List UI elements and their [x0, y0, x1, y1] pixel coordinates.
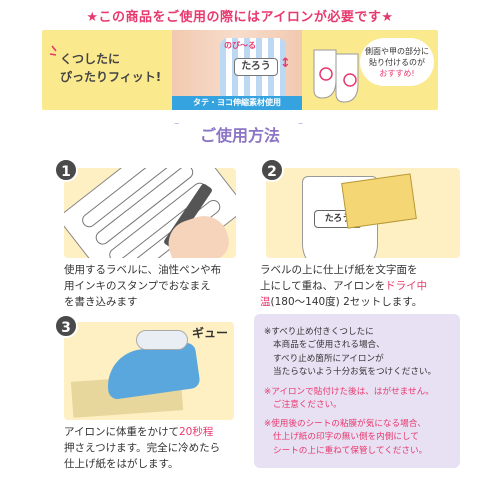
step-1-line-3: を書き込みます: [64, 296, 138, 308]
step-2-line-3-text: (180〜140度) 2セットします。: [270, 296, 423, 308]
sparkle-lines-icon: [50, 45, 57, 56]
step-2-badge: 2: [260, 158, 284, 182]
step-2: 2 たろう ラベルの上に仕上げ紙を文字面を 上にして重ね、アイロンをドライ中 温…: [240, 156, 470, 308]
fit-text: くつしたに ぴったりフィット!: [60, 50, 161, 86]
step-1-illustration: [64, 168, 236, 258]
step-3-line-3: 仕上げ紙をはがします。: [64, 458, 179, 470]
note-2: ※アイロンで貼付けた後は、はがせません。 ご注意ください。: [264, 386, 434, 413]
step-2-highlight-temp: ドライ中: [385, 280, 428, 292]
note-3-line-1: ※使用後のシートの粘膜が気になる場合、: [264, 419, 426, 429]
step-3-sound: ギュー: [192, 326, 229, 340]
note-1: ※すべり止め付きくつしたに 本商品をご使用される場合、 すべり止め箇所にアイロン…: [264, 326, 436, 380]
step-2-highlight-temp-2: 温: [260, 296, 271, 308]
fit-line-1: くつしたに: [60, 52, 121, 66]
step-3: 3 ギュー アイロンに体重をかけて20秒程 押さえつけます。完全に冷めたら 仕上…: [20, 312, 250, 472]
step-1-text: 使用するラベルに、油性ペンや布 用インキのスタンプでおなまえ を書き込みます: [64, 262, 244, 310]
step-2-text: ラベルの上に仕上げ紙を文字面を 上にして重ね、アイロンをドライ中 温(180〜1…: [260, 262, 470, 310]
note-3-line-3: シートの上に重ねて保管してください。: [273, 445, 428, 456]
step-3-text: アイロンに体重をかけて20秒程 押さえつけます。完全に冷めたら 仕上げ紙をはがし…: [64, 424, 254, 472]
stretch-label: のび〜る: [224, 41, 256, 50]
step-1-badge: 1: [54, 158, 78, 182]
hero-panel: くつしたに ぴったりフィット! のび〜る たろう ↕ タテ・ヨコ伸縮素材使用 側…: [42, 30, 438, 110]
note-1-line-4: 当たらないよう十分お気をつけください。: [273, 367, 437, 378]
bubble-line-1: 側面や甲の部分に: [365, 47, 429, 56]
step-1: 1 使用するラベルに、油性ペンや布 用インキのスタンプでおなまえ を書き込みます: [20, 156, 240, 308]
title-dash-right-icon: ⁻: [298, 121, 304, 132]
step-2-line-1: ラベルの上に仕上げ紙を文字面を: [260, 264, 418, 276]
socks-icon: [313, 49, 359, 103]
material-caption: タテ・ヨコ伸縮素材使用: [172, 96, 302, 110]
top-banner: ★この商品をご使用の際にはアイロンが必要です★: [86, 10, 394, 25]
iron-handle: [136, 330, 188, 350]
name-tag: たろう: [234, 58, 278, 76]
note-1-line-3: すべり止め箇所にアイロンが: [273, 353, 384, 364]
note-3: ※使用後のシートの粘膜が気になる場合、 仕上げ紙の印字の無い側を内側にして シー…: [264, 418, 427, 458]
step-3-line-2: 押さえつけます。完全に冷めたら: [64, 442, 221, 454]
step-2-line-3: 温(180〜140度) 2セットします。: [260, 294, 470, 310]
note-2-line-2: ご注意ください。: [273, 400, 342, 411]
note-3-line-2: 仕上げ紙の印字の無い側を内側にして: [273, 432, 419, 443]
step-3-illustration: [64, 322, 234, 420]
fit-line-2: ぴったりフィット!: [60, 70, 162, 84]
step-1-line-2: 用インキのスタンプでおなまえ: [64, 280, 211, 292]
bubble-line-3: おすすめ!: [379, 69, 415, 78]
step-2-line-2: 上にして重ね、アイロンをドライ中: [260, 278, 470, 294]
step-2-illustration: たろう: [266, 168, 460, 258]
notes-box: ※すべり止め付きくつしたに 本商品をご使用される場合、 すべり止め箇所にアイロン…: [254, 314, 460, 468]
iron-scene: [64, 326, 202, 420]
step-3-line-1-text: アイロンに体重をかけて: [64, 426, 179, 438]
step-3-line-1: アイロンに体重をかけて20秒程: [64, 424, 254, 440]
section-title: ご使用方法: [199, 126, 280, 145]
finishing-paper: [341, 173, 417, 229]
step-3-highlight-time: 20秒程: [178, 426, 214, 438]
note-2-line-1: ※アイロンで貼付けた後は、はがせません。: [264, 387, 434, 397]
title-dash-left-icon: ⁻: [174, 121, 180, 132]
stretch-arrow-icon: ↕: [280, 56, 291, 71]
bubble-line-2: 貼り付けるのが: [369, 58, 425, 67]
note-1-line-2: 本商品をご使用される場合、: [273, 340, 385, 351]
iron-body: [103, 341, 201, 401]
step-2-line-2-text: 上にして重ね、アイロンを: [260, 280, 386, 292]
note-1-line-1: ※すべり止め付きくつしたに: [264, 327, 374, 337]
recommend-bubble: 側面や甲の部分に 貼り付けるのが おすすめ!: [360, 38, 434, 86]
sock-photo: のび〜る たろう ↕ タテ・ヨコ伸縮素材使用: [172, 30, 302, 110]
step-3-badge: 3: [54, 314, 78, 338]
step-1-line-1: 使用するラベルに、油性ペンや布: [64, 264, 222, 276]
